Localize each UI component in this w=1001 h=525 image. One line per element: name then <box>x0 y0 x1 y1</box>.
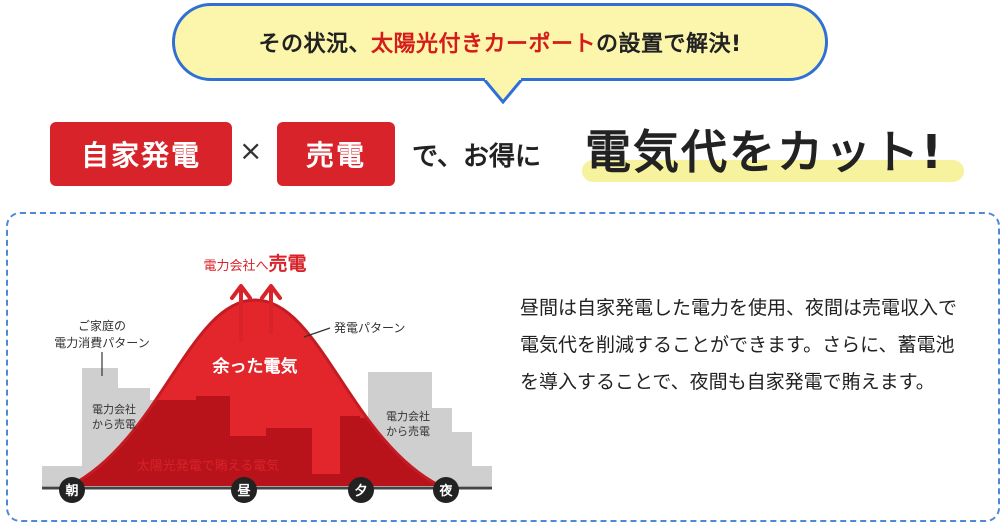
time-marker-noon: 昼 <box>231 477 257 503</box>
headline-text: で、お得に <box>412 142 541 172</box>
surplus-label: 余った電気 <box>212 356 298 377</box>
time-marker-night: 夜 <box>433 477 459 503</box>
sell-arrows <box>230 284 282 342</box>
time-label-night: 夜 <box>438 483 453 499</box>
headline-highlight-marker <box>582 160 964 182</box>
bubble-text-highlight: 太陽光付きカーポート <box>370 32 596 57</box>
headline-main: 電気代をカット! <box>585 125 944 179</box>
speech-bubble: その状況、太陽光付きカーポートの設置で解決! <box>172 3 828 81</box>
left-buy-label-line2: から売電 <box>92 418 136 431</box>
energy-diagram: 電力会社へ売電 ご家庭の 電力消費パターン 発電パターン 余った電気 電力会社 … <box>42 252 492 503</box>
time-label-morning: 朝 <box>65 483 78 499</box>
time-marker-morning: 朝 <box>59 477 85 503</box>
time-label-evening: 夕 <box>354 483 367 499</box>
bubble-text-before: その状況、 <box>258 32 371 57</box>
sell-label-big: 売電 <box>269 252 307 275</box>
multiply-sign: × <box>239 134 263 167</box>
left-buy-label-line1: 電力会社 <box>92 402 136 416</box>
right-buy-label-line1: 電力会社 <box>386 409 430 423</box>
badge-sell-electricity: 売電 <box>277 122 395 186</box>
solar-covered-area <box>70 368 440 486</box>
time-label-noon: 昼 <box>237 483 250 499</box>
generation-curve <box>69 298 441 488</box>
description-text: 昼間は自家発電した電力を使用、夜間は売電収入で電気代を削減することができます。さ… <box>520 297 958 393</box>
time-marker-evening: 夕 <box>348 477 374 503</box>
generation-label: 発電パターン <box>334 321 405 335</box>
generation-leader <box>303 327 331 338</box>
badge-self-generation: 自家発電 <box>50 122 232 186</box>
solar-cover-label: 太陽光発電で賄える電気 <box>137 458 280 474</box>
sell-label: 電力会社へ売電 <box>203 252 306 275</box>
right-buy-label-line2: から売電 <box>386 425 430 438</box>
consumption-label-line2: 電力消費パターン <box>54 335 149 350</box>
bubble-text-after: の設置で解決! <box>595 32 742 57</box>
consumption-label-line1: ご家庭の <box>78 318 126 333</box>
sell-label-small: 電力会社へ <box>203 258 268 274</box>
info-panel <box>6 212 1000 522</box>
bubble-tail <box>483 78 523 104</box>
